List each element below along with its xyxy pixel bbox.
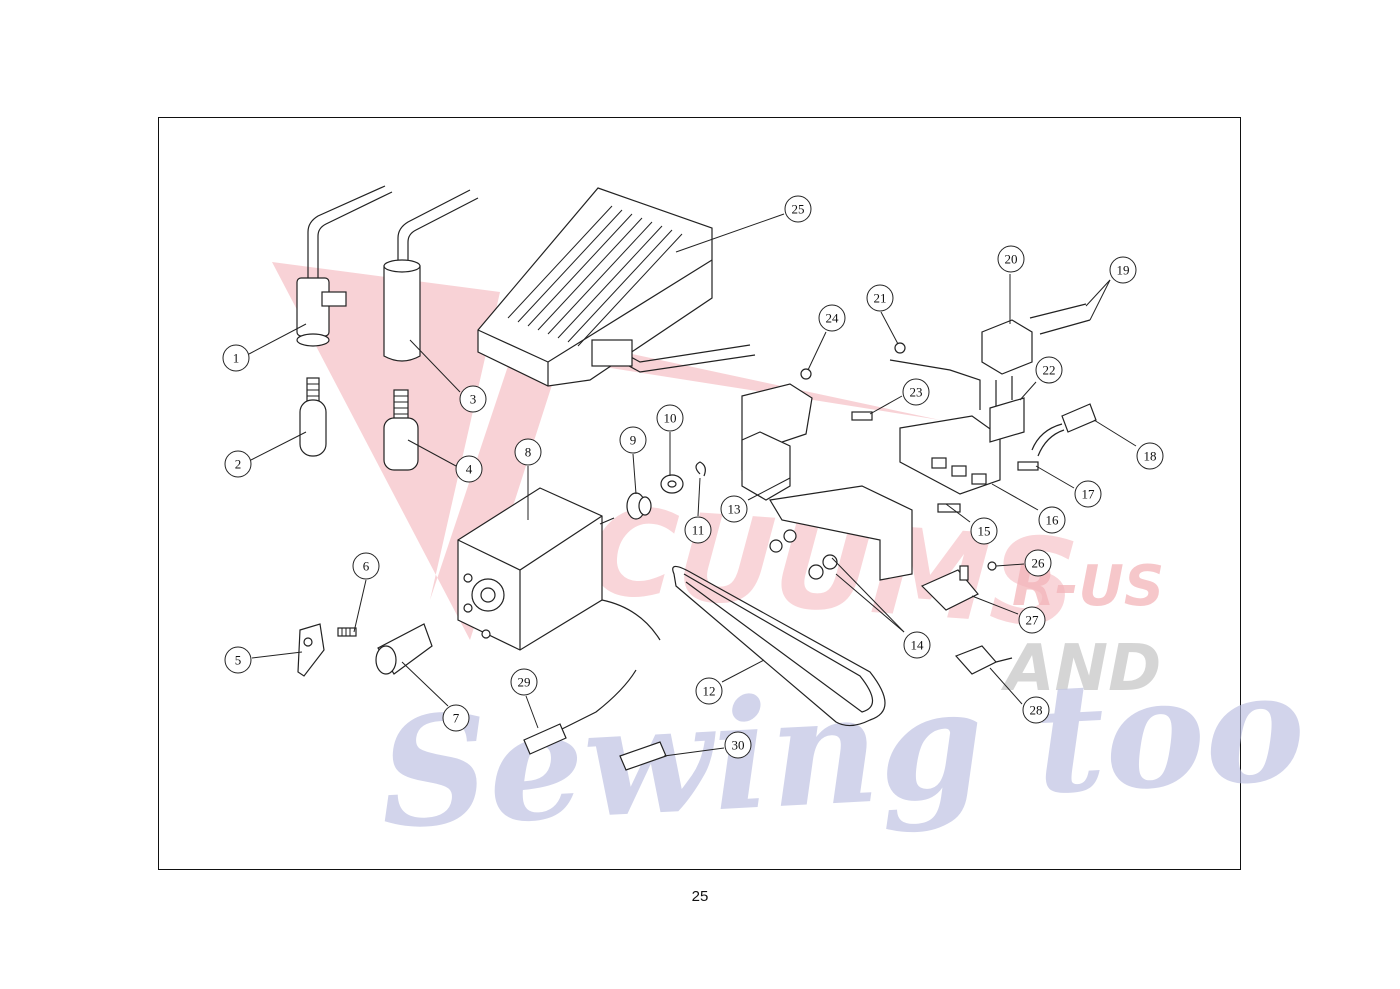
callout-label: 5 [235,653,242,668]
callout-label: 4 [466,462,473,477]
callout: 7 [442,704,470,732]
diagram-frame [158,117,1241,870]
callout: 28 [1022,696,1050,724]
callout: 15 [970,517,998,545]
callout: 16 [1038,506,1066,534]
callout-label: 26 [1032,556,1046,571]
watermark: ACUUMS R-US AND Sewing too [272,262,1309,863]
callout-label: 25 [792,202,805,217]
callout: 3 [459,385,487,413]
callout: 29 [510,668,538,696]
part-bulb-2 [383,389,419,471]
part-socket-with-cord [296,185,393,347]
callout-label: 7 [453,711,460,726]
callout: 23 [902,378,930,406]
callout-label: 15 [978,524,991,539]
part-switch-parts [920,561,1013,675]
part-foot-controller [477,187,756,387]
callout: 21 [866,284,894,312]
callout-label: 3 [470,392,477,407]
callout: 4 [455,455,483,483]
callout: 18 [1136,442,1164,470]
callout: 2 [224,450,252,478]
callout: 20 [997,245,1025,273]
callout-label: 18 [1144,449,1157,464]
callout: 10 [656,404,684,432]
callout: 22 [1035,356,1063,384]
callout: 1 [222,344,250,372]
callout-label: 24 [826,311,840,326]
callout: 5 [224,646,252,674]
page-number: 25 [691,888,709,905]
callout: 8 [514,438,542,466]
callout-label: 9 [630,433,637,448]
leader-lines [248,213,1137,757]
part-belt [672,565,886,727]
callout-label: 1 [233,351,240,366]
callout-label: 17 [1082,487,1096,502]
callout: 12 [695,677,723,705]
watermark-word-3: AND [1000,632,1161,706]
callout-label: 27 [1026,613,1040,628]
part-sleeve [375,623,433,675]
part-washers [769,529,838,580]
callout: 30 [724,731,752,759]
callout-label: 20 [1005,252,1018,267]
callout-label: 10 [664,411,677,426]
callout: 17 [1074,480,1102,508]
callout: 26 [1024,549,1052,577]
part-pulley [626,492,652,520]
callout: 11 [684,516,712,544]
part-motor [457,487,661,651]
part-small-hardware [800,303,1097,513]
callout-label: 13 [728,502,741,517]
callout: 13 [720,495,748,523]
watermark-v-shape [272,262,940,640]
callout-label: 29 [518,675,531,690]
callout: 9 [619,426,647,454]
callout: 25 [784,195,812,223]
callout-label: 16 [1046,513,1060,528]
part-tube-with-cord [383,189,479,362]
part-bracket [741,359,1001,581]
callout-label: 2 [235,457,242,472]
callout-label: 6 [363,559,370,574]
callout: 19 [1109,256,1137,284]
callout-label: 19 [1117,263,1130,278]
callout-label: 8 [525,445,532,460]
callout: 27 [1018,606,1046,634]
callout-label: 12 [703,684,716,699]
part-washer [660,474,684,494]
callout-label: 30 [732,738,745,753]
part-clip [695,461,706,477]
callout: 24 [818,304,846,332]
part-bulb [299,377,327,457]
part-tab-and-screw [297,623,357,677]
callout: 14 [903,631,931,659]
callout: 6 [352,552,380,580]
callout-label: 11 [692,523,705,538]
callout-label: 22 [1043,363,1056,378]
callout-label: 21 [874,291,887,306]
part-connectors [523,669,667,771]
callout-label: 14 [911,638,925,653]
callout-label: 23 [910,385,923,400]
callout-label: 28 [1030,703,1043,718]
